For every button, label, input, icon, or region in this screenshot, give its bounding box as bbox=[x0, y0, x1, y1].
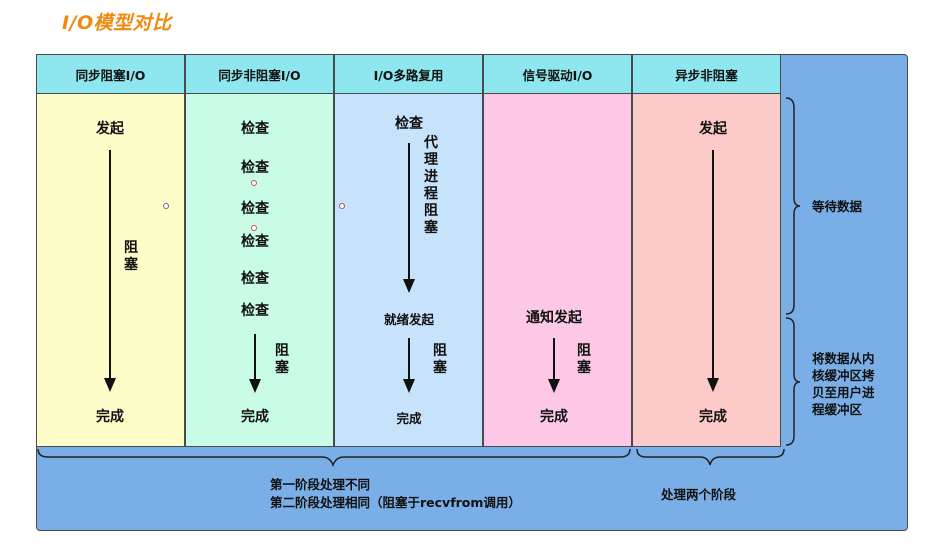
brace-bottom-left bbox=[37, 448, 631, 468]
col4-end-label: 完成 bbox=[540, 409, 568, 425]
col1-dot bbox=[163, 203, 169, 209]
col3-ready-label: 就绪发起 bbox=[383, 312, 435, 327]
col2-check-6: 检查 bbox=[241, 303, 269, 319]
col2-arrowhead bbox=[249, 379, 261, 393]
col2-dot-2 bbox=[251, 225, 257, 231]
header-sync-nonblocking: 同步非阻塞I/O bbox=[185, 54, 334, 94]
header-signal-driven: 信号驱动I/O bbox=[483, 54, 632, 94]
col3-arrowhead-lower bbox=[403, 379, 415, 393]
col2-dot-1 bbox=[251, 180, 257, 186]
col2-check-3: 检查 bbox=[241, 201, 269, 217]
col2-end-label: 完成 bbox=[241, 409, 269, 425]
col2-arrow bbox=[254, 334, 256, 381]
col2-block-label: 阻塞 bbox=[275, 343, 289, 376]
col3-block-label: 阻塞 bbox=[433, 343, 447, 376]
col2-check-1: 检查 bbox=[241, 121, 269, 137]
col3-proxy-block-label: 代理进 程阻塞 bbox=[424, 135, 438, 236]
col4-notify-label: 通知发起 bbox=[526, 310, 582, 326]
col3-check-label: 检查 bbox=[395, 116, 423, 132]
col5-arrowhead bbox=[707, 378, 719, 392]
col4-arrowhead bbox=[548, 379, 560, 393]
bottom-right-note: 处理两个阶段 bbox=[661, 487, 737, 502]
col5-end-label: 完成 bbox=[699, 409, 727, 425]
col1-arrow bbox=[109, 150, 111, 380]
col3-arrow-upper bbox=[408, 143, 410, 281]
wait-data-label: 等待数据 bbox=[812, 199, 863, 214]
col2-check-5: 检查 bbox=[241, 271, 269, 287]
col1-block-label: 阻塞 bbox=[124, 240, 138, 273]
bottom-phase-note: 第一阶段处理不同 第二阶段处理相同（阻塞于recvfrom调用） bbox=[270, 477, 521, 510]
copy-data-label: 将数据从内核缓冲区拷 贝至用户进程缓冲区 bbox=[812, 351, 875, 417]
header-async-nonblocking: 异步非阻塞 bbox=[632, 54, 781, 94]
col1-arrowhead bbox=[104, 378, 116, 392]
col5-arrow bbox=[712, 150, 714, 380]
col3-arrow-lower bbox=[408, 338, 410, 381]
col3-arrowhead-upper bbox=[403, 279, 415, 293]
col5-start-label: 发起 bbox=[699, 121, 727, 137]
brace-wait bbox=[785, 97, 801, 315]
col2-check-4: 检查 bbox=[241, 234, 269, 250]
col3-dot bbox=[339, 203, 345, 209]
page-title: I/O模型对比 bbox=[62, 12, 172, 34]
col2-check-2: 检查 bbox=[241, 160, 269, 176]
brace-bottom-right bbox=[636, 448, 785, 466]
header-sync-blocking: 同步阻塞I/O bbox=[36, 54, 185, 94]
col1-end-label: 完成 bbox=[96, 409, 124, 425]
col1-start-label: 发起 bbox=[96, 121, 124, 137]
col4-arrow bbox=[553, 338, 555, 381]
column-async-nonblocking bbox=[632, 54, 781, 447]
col4-block-label: 阻塞 bbox=[577, 343, 591, 376]
header-io-multiplexing: I/O多路复用 bbox=[334, 54, 483, 94]
brace-copy bbox=[785, 317, 801, 446]
col3-end-label: 完成 bbox=[396, 411, 422, 426]
